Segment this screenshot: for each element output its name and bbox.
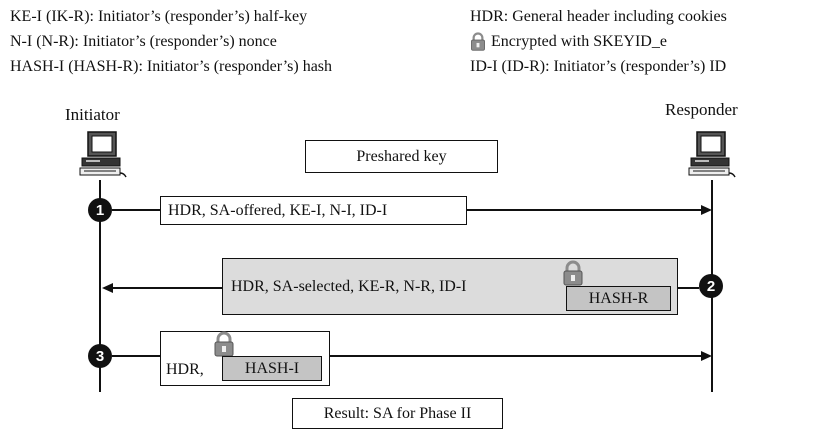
message-3-arrow	[330, 355, 702, 357]
legend-item: N-I (N-R): Initiator’s (responder’s) non…	[10, 29, 332, 54]
message-1-text: HDR, SA-offered, KE-I, N-I, ID-I	[168, 201, 388, 219]
responder-computer-icon	[688, 131, 736, 178]
message-2-text: HDR, SA-selected, KE-R, N-R, ID-I	[231, 277, 467, 295]
step-1-badge: 1	[88, 198, 112, 222]
padlock-icon	[214, 331, 234, 357]
message-1-box: HDR, SA-offered, KE-I, N-I, ID-I	[160, 196, 467, 225]
legend-text: HDR: General header including cookies	[470, 8, 727, 25]
initiator-label: Initiator	[65, 105, 120, 124]
hash-r-box: HASH-R	[566, 286, 671, 311]
preshared-key-box: Preshared key	[305, 140, 498, 173]
legend-text: N-I (N-R): Initiator’s (responder’s) non…	[10, 33, 277, 50]
padlock-icon	[471, 32, 485, 51]
legend-text: Encrypted with SKEYID_e	[491, 33, 667, 50]
hash-i-box: HASH-I	[222, 356, 322, 381]
arrowhead	[701, 351, 712, 361]
legend-item: HASH-I (HASH-R): Initiator’s (responder’…	[10, 54, 332, 79]
message-1-arrow	[112, 209, 160, 211]
message-3-text: HDR,	[166, 361, 204, 378]
legend-text: HASH-I (HASH-R): Initiator’s (responder’…	[10, 58, 333, 75]
message-3-arrow	[112, 355, 160, 357]
legend-item: ID-I (ID-R): Initiator’s (responder’s) I…	[470, 54, 727, 79]
legend-text: ID-I (ID-R): Initiator’s (responder’s) I…	[470, 58, 727, 75]
legend-left: KE-I (IK-R): Initiator’s (responder’s) h…	[10, 4, 332, 79]
legend-item: HDR: General header including cookies	[470, 4, 727, 29]
hash-r-text: HASH-R	[588, 289, 649, 307]
message-1-arrow	[467, 209, 702, 211]
initiator-lifeline	[99, 180, 101, 392]
hash-i-text: HASH-I	[244, 359, 300, 377]
message-2-arrow	[112, 287, 222, 289]
padlock-icon	[563, 260, 583, 286]
result-box: Result: SA for Phase II	[292, 398, 503, 429]
legend-text: KE-I (IK-R): Initiator’s (responder’s) h…	[10, 8, 308, 25]
step-3-badge: 3	[88, 344, 112, 368]
legend-right: HDR: General header including cookies En…	[470, 4, 727, 79]
responder-label: Responder	[665, 100, 738, 119]
preshared-key-label: Preshared key	[356, 147, 447, 165]
legend-item: Encrypted with SKEYID_e	[470, 29, 727, 54]
legend-item: KE-I (IK-R): Initiator’s (responder’s) h…	[10, 4, 332, 29]
message-2-arrow	[678, 287, 699, 289]
arrowhead	[701, 205, 712, 215]
arrowhead	[102, 283, 113, 293]
initiator-computer-icon	[79, 131, 127, 178]
result-text: Result: SA for Phase II	[323, 404, 472, 422]
step-2-badge: 2	[699, 274, 723, 298]
